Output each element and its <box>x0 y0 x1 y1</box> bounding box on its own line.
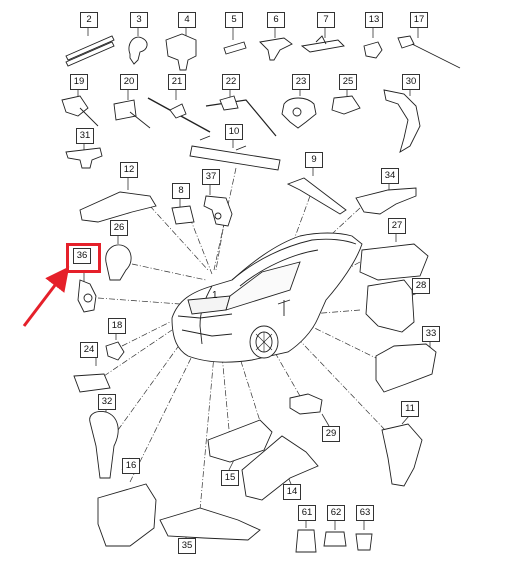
part-label-6[interactable]: 6 <box>267 12 285 28</box>
part-label-12[interactable]: 12 <box>120 162 138 178</box>
leader-lines <box>77 26 431 538</box>
part-label-32[interactable]: 32 <box>98 394 116 410</box>
part-label-31[interactable]: 31 <box>76 128 94 144</box>
part-label-34[interactable]: 34 <box>381 168 399 184</box>
pointer-arrow <box>22 266 70 327</box>
part-label-63[interactable]: 63 <box>356 505 374 521</box>
part-label-26[interactable]: 26 <box>110 220 128 236</box>
part-label-19[interactable]: 19 <box>70 74 88 90</box>
part-label-2[interactable]: 2 <box>80 12 98 28</box>
part-label-4[interactable]: 4 <box>178 12 196 28</box>
part-drawings <box>61 33 461 553</box>
part-label-25[interactable]: 25 <box>339 74 357 90</box>
part-label-24[interactable]: 24 <box>80 342 98 358</box>
part-label-9[interactable]: 9 <box>305 152 323 168</box>
part-label-23[interactable]: 23 <box>292 74 310 90</box>
part-label-14[interactable]: 14 <box>283 484 301 500</box>
part-label-37[interactable]: 37 <box>202 169 220 185</box>
part-label-28[interactable]: 28 <box>412 278 430 294</box>
selected-part-highlight <box>66 243 101 273</box>
part-label-21[interactable]: 21 <box>168 74 186 90</box>
part-label-10[interactable]: 10 <box>225 124 243 140</box>
part-label-62[interactable]: 62 <box>327 505 345 521</box>
part-label-22[interactable]: 22 <box>222 74 240 90</box>
part-label-13[interactable]: 13 <box>365 12 383 28</box>
car-outline <box>171 232 363 363</box>
part-label-1[interactable]: 1 <box>212 290 218 301</box>
part-label-16[interactable]: 16 <box>122 458 140 474</box>
part-label-17[interactable]: 17 <box>410 12 428 28</box>
part-label-33[interactable]: 33 <box>422 326 440 342</box>
part-label-20[interactable]: 20 <box>120 74 138 90</box>
part-label-29[interactable]: 29 <box>322 426 340 442</box>
part-label-27[interactable]: 27 <box>388 218 406 234</box>
part-label-18[interactable]: 18 <box>108 318 126 334</box>
part-label-15[interactable]: 15 <box>221 470 239 486</box>
part-label-61[interactable]: 61 <box>298 505 316 521</box>
part-label-8[interactable]: 8 <box>172 183 190 199</box>
part-label-11[interactable]: 11 <box>401 401 419 417</box>
part-label-30[interactable]: 30 <box>402 74 420 90</box>
part-label-3[interactable]: 3 <box>130 12 148 28</box>
part-label-5[interactable]: 5 <box>225 12 243 28</box>
part-label-35[interactable]: 35 <box>178 538 196 554</box>
part-label-7[interactable]: 7 <box>317 12 335 28</box>
part-label-36[interactable]: 36 <box>73 248 91 264</box>
